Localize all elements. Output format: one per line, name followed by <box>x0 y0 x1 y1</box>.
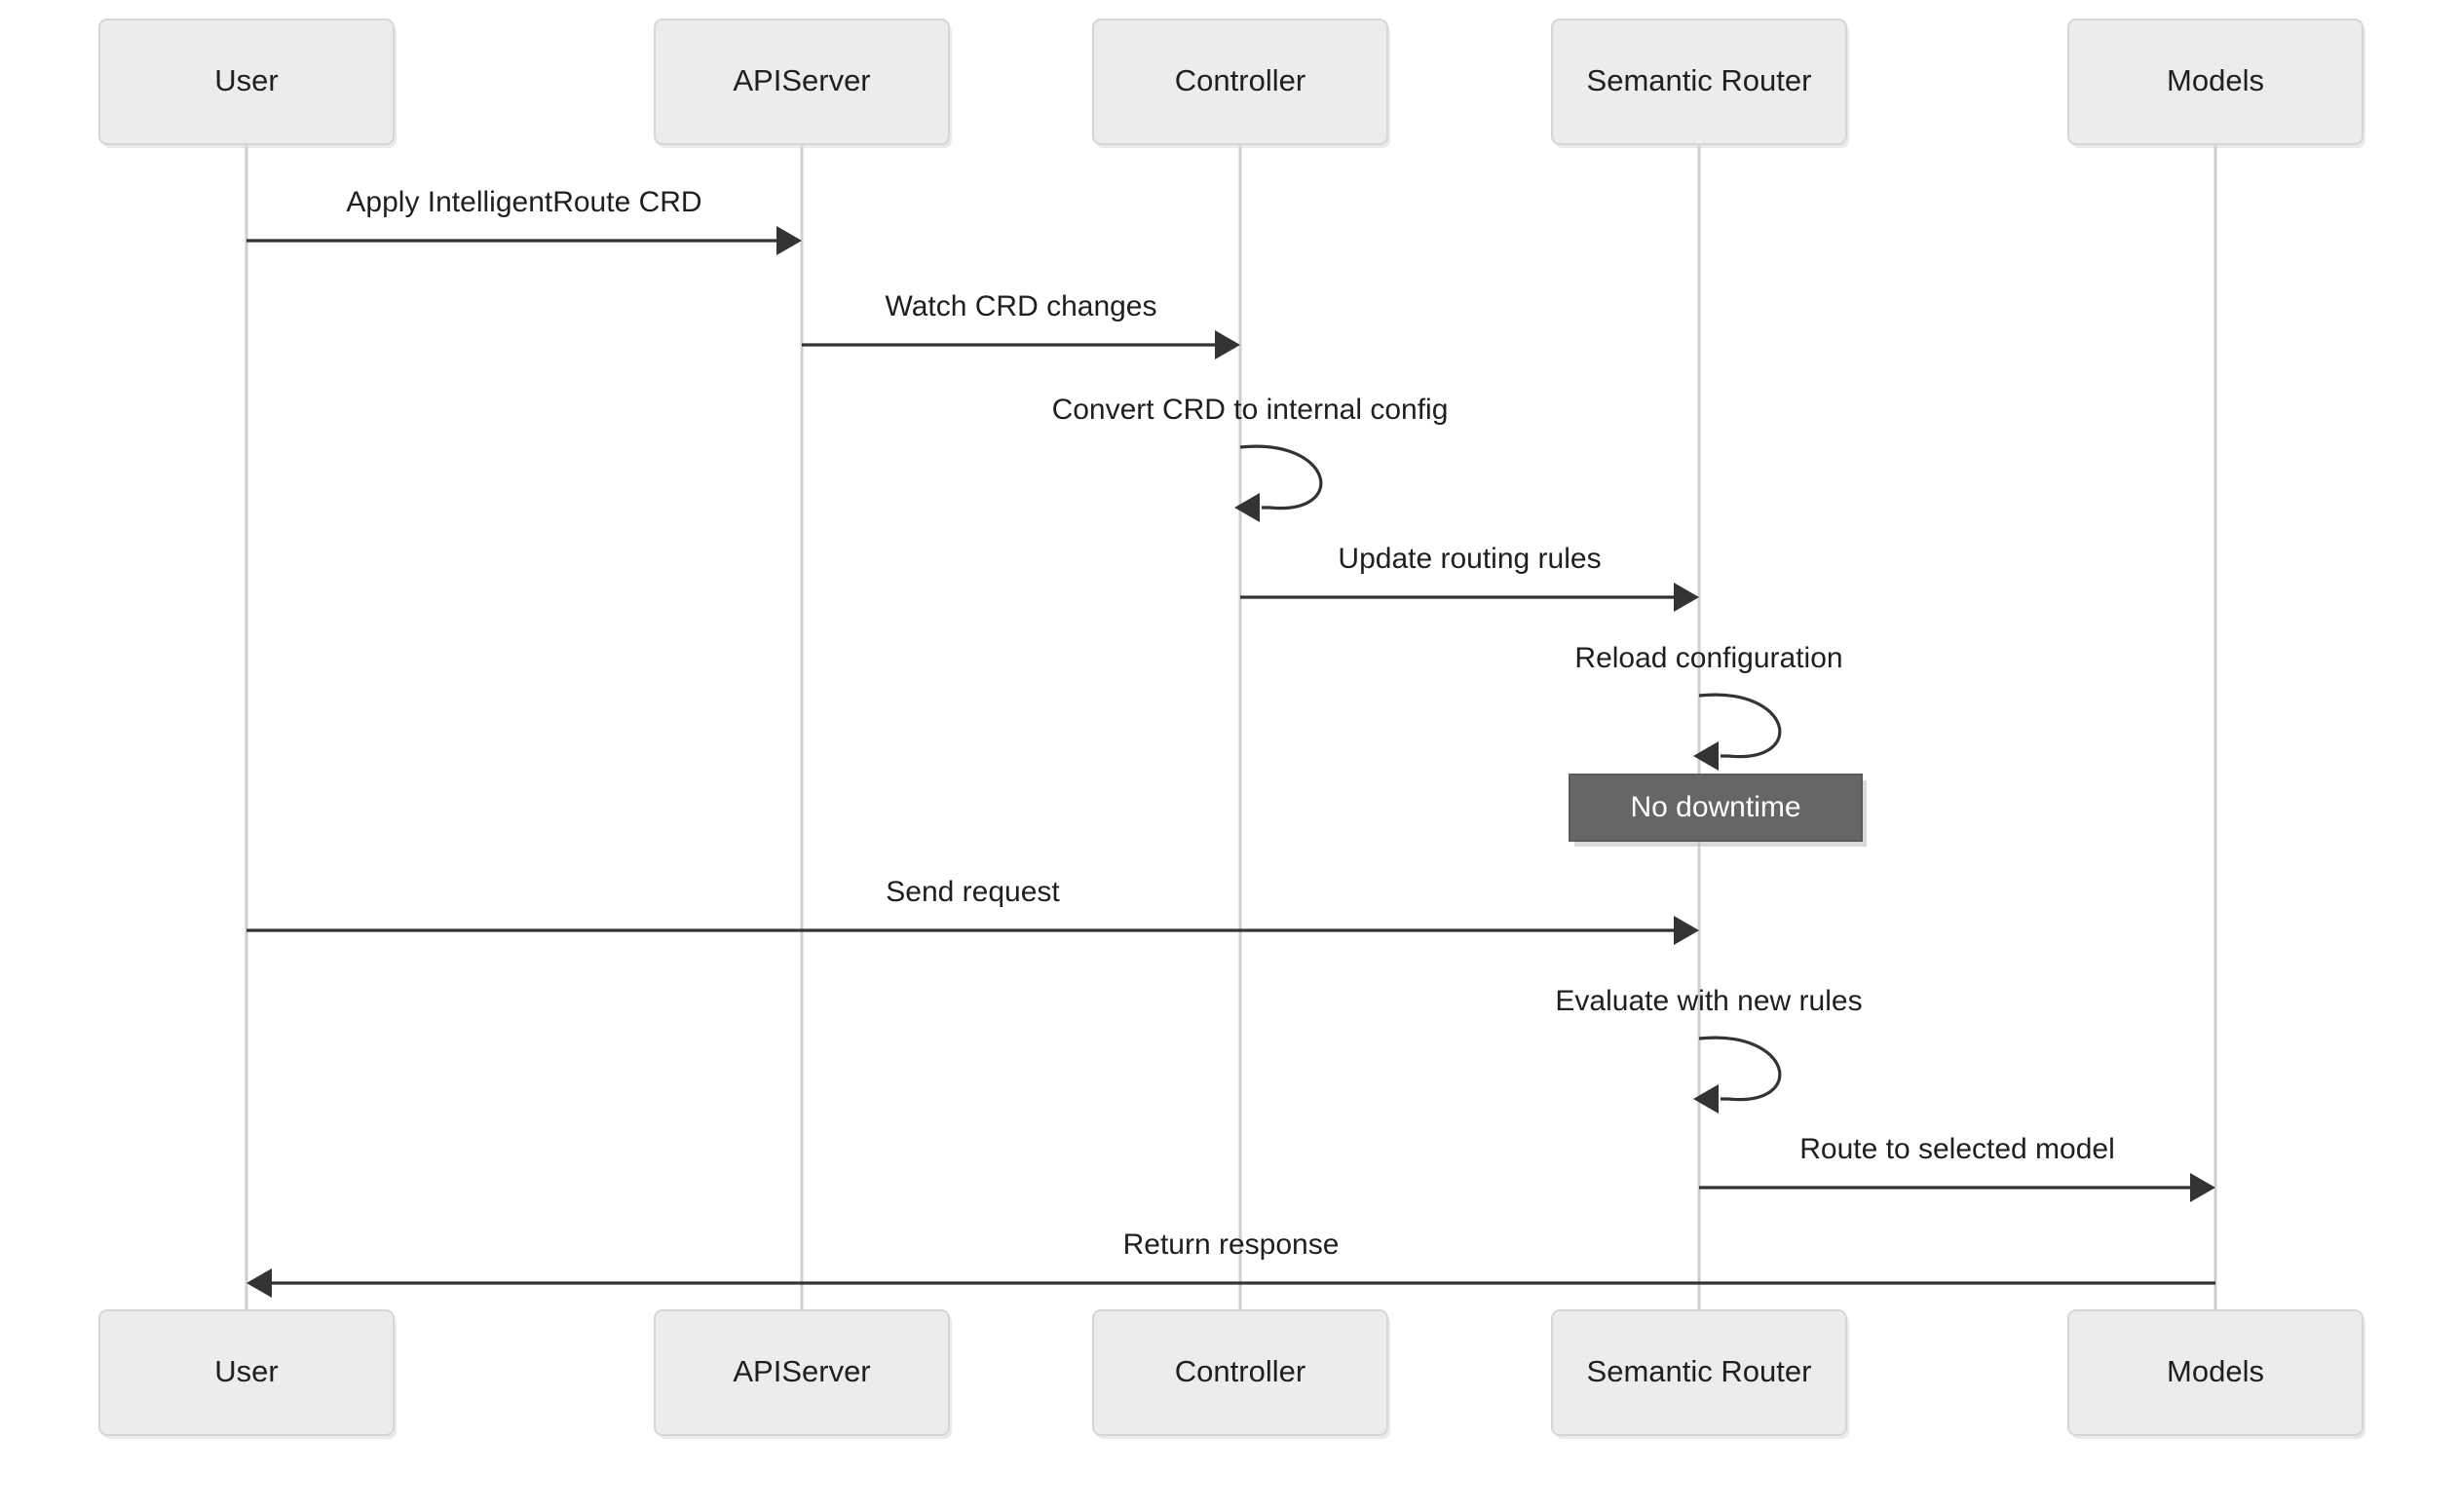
arrow-head-left <box>1234 493 1260 522</box>
message-apply-intelligentroute-crd[interactable]: Apply IntelligentRoute CRD <box>246 186 802 255</box>
participant-label: Controller <box>1175 1354 1305 1388</box>
participant-label: Semantic Router <box>1587 63 1812 97</box>
message-label: Watch CRD changes <box>886 290 1157 322</box>
arrow-head-right <box>1674 583 1699 612</box>
participant-box[interactable] <box>1092 1309 1388 1436</box>
arrow-head-left <box>1693 741 1719 771</box>
note-label: No downtime <box>1630 791 1800 823</box>
participant-box[interactable] <box>654 1309 950 1436</box>
participant-label: User <box>214 1354 278 1388</box>
participant-box[interactable] <box>1092 19 1388 145</box>
participant-box[interactable] <box>1551 1309 1847 1436</box>
message-label: Update routing rules <box>1338 543 1601 575</box>
participant-box[interactable] <box>654 19 950 145</box>
message-route-to-selected-model[interactable]: Route to selected model <box>1699 1133 2215 1202</box>
message-label: Evaluate with new rules <box>1555 985 1862 1017</box>
arrow-head-right <box>1674 916 1699 945</box>
messages-layer: Apply IntelligentRoute CRD Watch CRD chan… <box>246 186 2215 1298</box>
message-label: Convert CRD to internal config <box>1052 394 1449 426</box>
participant-label: Controller <box>1175 63 1305 97</box>
message-label: Route to selected model <box>1799 1133 2115 1165</box>
participant-box[interactable] <box>2067 1309 2364 1436</box>
participant-box[interactable] <box>98 1309 395 1436</box>
notes-layer: No downtime <box>1569 774 1867 847</box>
message-convert-crd-to-internal-config[interactable]: Convert CRD to internal config <box>1052 394 1449 522</box>
self-loop-path <box>1698 693 1782 759</box>
participant-bottom-apiserver[interactable]: APIServer <box>654 1309 952 1439</box>
message-update-routing-rules[interactable]: Update routing rules <box>1240 543 1699 612</box>
arrow-head-left <box>246 1268 272 1298</box>
participant-label: Semantic Router <box>1587 1354 1812 1388</box>
participant-bottom-models[interactable]: Models <box>2067 1309 2365 1439</box>
participant-top-models[interactable]: Models <box>2067 19 2365 148</box>
message-watch-crd-changes[interactable]: Watch CRD changes <box>802 290 1240 359</box>
arrow-head-left <box>1693 1084 1719 1114</box>
participant-top-router[interactable]: Semantic Router <box>1551 19 1849 148</box>
message-label: Reload configuration <box>1574 642 1842 674</box>
note-no-downtime[interactable]: No downtime <box>1569 774 1867 847</box>
arrow-head-right <box>2190 1173 2215 1202</box>
message-label: Apply IntelligentRoute CRD <box>346 186 701 218</box>
arrow-head-right <box>1215 330 1240 359</box>
participant-label: User <box>214 63 278 97</box>
participant-bottom-router[interactable]: Semantic Router <box>1551 1309 1849 1439</box>
participant-top-user[interactable]: User <box>98 19 397 148</box>
participant-box[interactable] <box>98 19 395 145</box>
participant-top-apiserver[interactable]: APIServer <box>654 19 952 148</box>
self-loop-path <box>1239 444 1323 510</box>
participant-label: Models <box>2167 63 2264 97</box>
message-evaluate-with-new-rules[interactable]: Evaluate with new rules <box>1555 985 1863 1114</box>
participant-bottom-user[interactable]: User <box>98 1309 397 1439</box>
participant-box[interactable] <box>1551 19 1847 145</box>
message-label: Return response <box>1123 1228 1340 1261</box>
participant-label: APIServer <box>733 1354 870 1388</box>
message-send-request[interactable]: Send request <box>246 876 1699 945</box>
participant-bottom-controller[interactable]: Controller <box>1092 1309 1390 1439</box>
message-label: Send request <box>886 876 1060 908</box>
self-loop-path <box>1698 1036 1782 1102</box>
arrow-head-right <box>776 226 802 255</box>
participant-label: APIServer <box>733 63 870 97</box>
participants-layer: UserUserAPIServerAPIServerControllerCont… <box>98 19 2365 1439</box>
note-rect[interactable] <box>1569 774 1863 842</box>
message-return-response[interactable]: Return response <box>246 1228 2215 1298</box>
message-reload-configuration[interactable]: Reload configuration <box>1574 642 1843 771</box>
participant-label: Models <box>2167 1354 2264 1388</box>
participant-box[interactable] <box>2067 19 2364 145</box>
participant-top-controller[interactable]: Controller <box>1092 19 1390 148</box>
lifelines-layer <box>245 144 2217 1435</box>
